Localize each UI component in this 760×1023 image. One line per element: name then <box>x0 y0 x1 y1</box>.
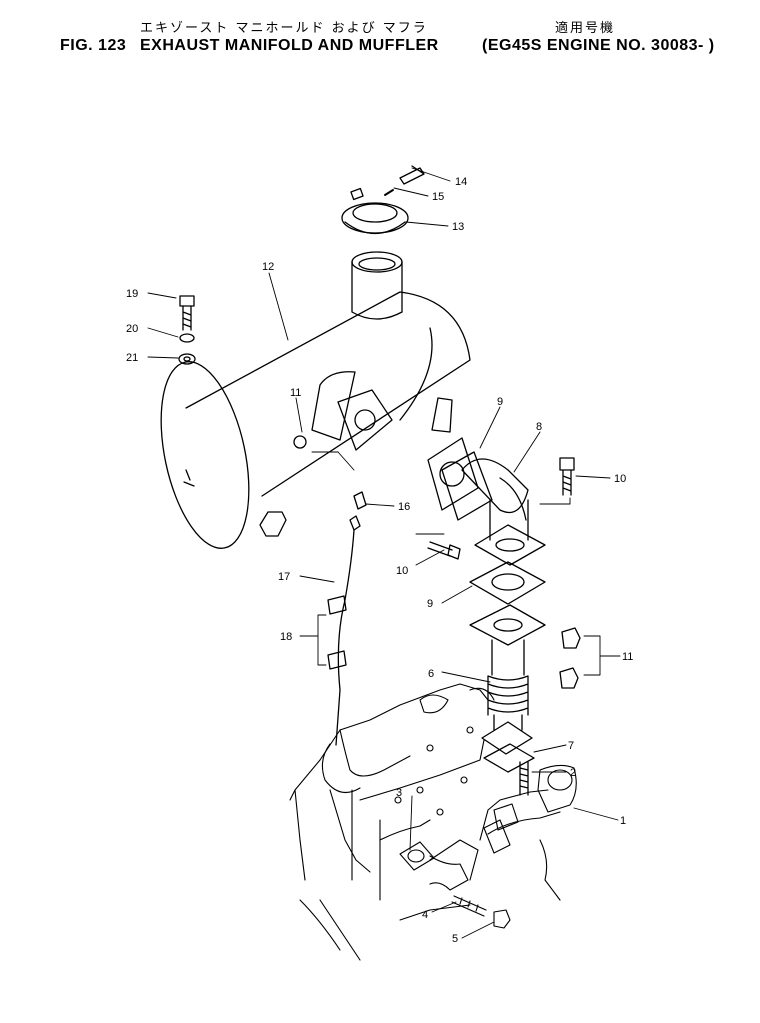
japanese-title: エキゾースト マニホールド および マフラ <box>140 21 428 36</box>
callout-8: 8 <box>536 421 542 433</box>
callout-10-right: 10 <box>614 473 626 485</box>
muffler-drawing <box>160 251 471 549</box>
callout-15: 15 <box>432 191 444 203</box>
callout-11-lower: 11 <box>622 651 633 663</box>
engine-applicability: (EG45S ENGINE NO. 30083- ) <box>482 37 715 54</box>
callout-9-lower: 9 <box>427 598 433 610</box>
callout-17: 17 <box>278 571 290 583</box>
flex-pipe-drawing <box>469 604 581 796</box>
callout-4: 4 <box>422 909 428 921</box>
japanese-applicability: 適用号機 <box>555 21 616 36</box>
engine-block-drawing <box>289 683 577 961</box>
callout-13: 13 <box>452 221 464 233</box>
bolt-washer-drawing <box>178 295 196 365</box>
callout-20: 20 <box>126 323 138 335</box>
callout-7: 7 <box>568 740 574 752</box>
callout-19: 19 <box>126 288 138 300</box>
callout-18: 18 <box>280 631 292 643</box>
callout-1: 1 <box>620 815 626 827</box>
tail-pipe-drawing <box>341 165 425 235</box>
callout-5: 5 <box>452 933 458 945</box>
callout-3: 3 <box>396 787 402 799</box>
callout-labels: 14 15 13 12 19 20 21 11 9 8 10 16 10 17 … <box>126 176 633 945</box>
page-title: EXHAUST MANIFOLD AND MUFFLER <box>140 37 439 54</box>
callout-9-upper: 9 <box>497 396 503 408</box>
callout-2: 2 <box>570 767 576 779</box>
callout-21: 21 <box>126 352 138 364</box>
callout-16: 16 <box>398 501 410 513</box>
elbow-gasket-drawing <box>427 437 575 605</box>
callout-10-left: 10 <box>396 565 408 577</box>
sensor-line-drawing <box>327 491 367 746</box>
callout-14: 14 <box>455 176 467 188</box>
callout-12: 12 <box>262 261 274 273</box>
callout-6: 6 <box>428 668 434 680</box>
figure-number: FIG. 123 <box>60 37 127 54</box>
leader-lines <box>147 167 621 939</box>
callout-11-upper: 11 <box>290 387 301 399</box>
